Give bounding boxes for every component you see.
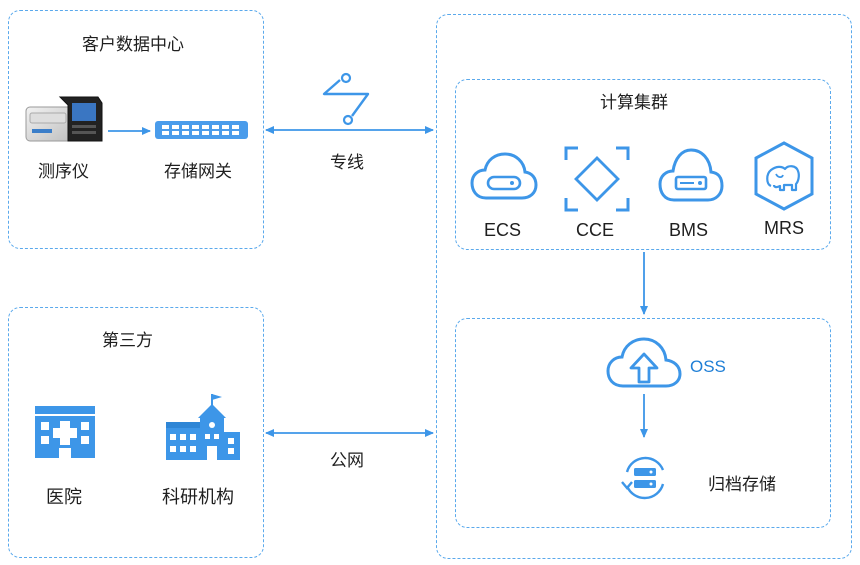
ecs-label: ECS [484,220,522,240]
oss-label: OSS [690,357,726,376]
mrs-elephant-hexagon-icon [754,141,814,211]
research-institute-label: 科研机构 [162,487,234,507]
storage-box [455,318,831,528]
archive-storage-icon [621,456,665,500]
oss-cloud-upload-icon [606,337,682,388]
cce-label: CCE [576,220,615,240]
cloud-box [436,14,852,559]
storage-gateway-icon [155,121,248,139]
compute-cluster-box [455,79,831,250]
ecs-cloud-server-icon [470,152,538,200]
hospital-icon [35,406,95,458]
bms-cloud-server-icon [658,148,724,202]
bms-label: BMS [669,220,709,240]
sequencer-icon [25,96,103,142]
public-network-label: 公网 [330,451,364,470]
cce-container-diamond-icon [564,146,630,212]
customer-data-center-title: 客户数据中心 [82,35,184,54]
dedicated-line-label: 专线 [330,153,364,172]
compute-cluster-title: 计算集群 [600,93,668,112]
third-party-box [8,307,264,558]
third-party-title: 第三方 [102,331,153,350]
sequencer-label: 测序仪 [38,162,89,181]
hospital-label: 医院 [46,487,82,507]
mrs-label: MRS [764,218,804,238]
customer-data-center-box [8,10,264,249]
storage-gateway-label: 存储网关 [164,162,232,181]
dedicated-line-icon [322,72,370,126]
research-institute-icon [166,394,240,460]
archive-storage-label: 归档存储 [708,475,776,494]
